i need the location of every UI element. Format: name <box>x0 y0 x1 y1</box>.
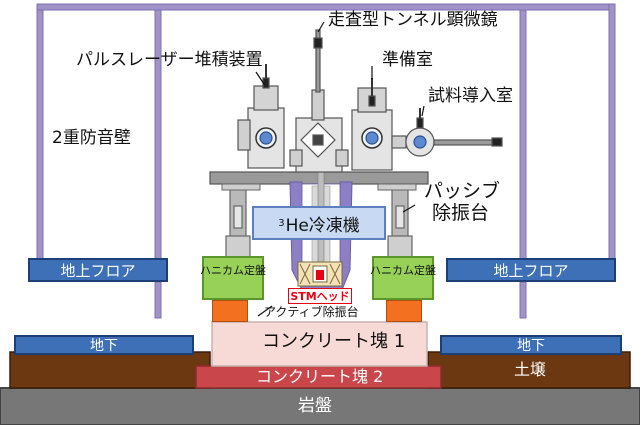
cryostat-superscript: 3 <box>278 217 285 229</box>
stm-microscope-label: 走査型トンネル顕微鏡 <box>328 10 498 30</box>
honeycomb-left-label: ハニカム定盤 <box>200 264 266 277</box>
stm-head-label: STMヘッド <box>290 290 350 303</box>
honeycomb-table-left: ハニカム定盤 <box>200 256 266 300</box>
basement-right: 地下 <box>440 335 622 355</box>
upper-floor-right: 地上フロア <box>446 258 616 282</box>
upper-floor-left-label: 地上フロア <box>60 261 136 280</box>
basement-left-label: 地下 <box>90 338 118 354</box>
vacuum-chambers <box>237 29 503 173</box>
upper-floor-right-label: 地上フロア <box>493 261 569 280</box>
stm-head-label-box: STMヘッド <box>288 288 352 304</box>
honeycomb-table-right: ハニカム定盤 <box>370 256 436 300</box>
concrete-block-1 <box>211 321 428 367</box>
passive-isolation-label-1: パッシブ <box>424 180 501 202</box>
concrete-block-1-label: コンクリート塊 1 <box>262 331 406 352</box>
stm-head-module <box>297 261 343 287</box>
sample-intro-label: 試料導入室 <box>428 86 513 106</box>
active-isolation-pad-left <box>212 300 248 322</box>
active-isolation-pad-right <box>386 300 422 322</box>
active-isolation-label: アクティブ除振台 <box>264 305 359 319</box>
cryostat-label: He冷凍機 <box>285 215 360 236</box>
honeycomb-right-label: ハニカム定盤 <box>370 264 436 277</box>
soundproof-wall <box>36 3 616 319</box>
prep-chamber-label: 準備室 <box>382 50 433 70</box>
soundproof-wall-label: 2重防音壁 <box>52 128 131 148</box>
upper-floor-left: 地上フロア <box>28 258 168 282</box>
pulse-laser-label: パルスレーザー堆積装置 <box>76 50 263 70</box>
passive-isolation-label-2: 除振台 <box>432 202 490 224</box>
basement-left: 地下 <box>14 335 194 355</box>
concrete-block-2-label: コンクリート塊 2 <box>256 367 384 386</box>
soil-left <box>9 351 211 389</box>
soil-label: 土壌 <box>514 360 547 379</box>
basement-right-label: 地下 <box>517 338 545 354</box>
bedrock-label: 岩盤 <box>298 396 332 416</box>
